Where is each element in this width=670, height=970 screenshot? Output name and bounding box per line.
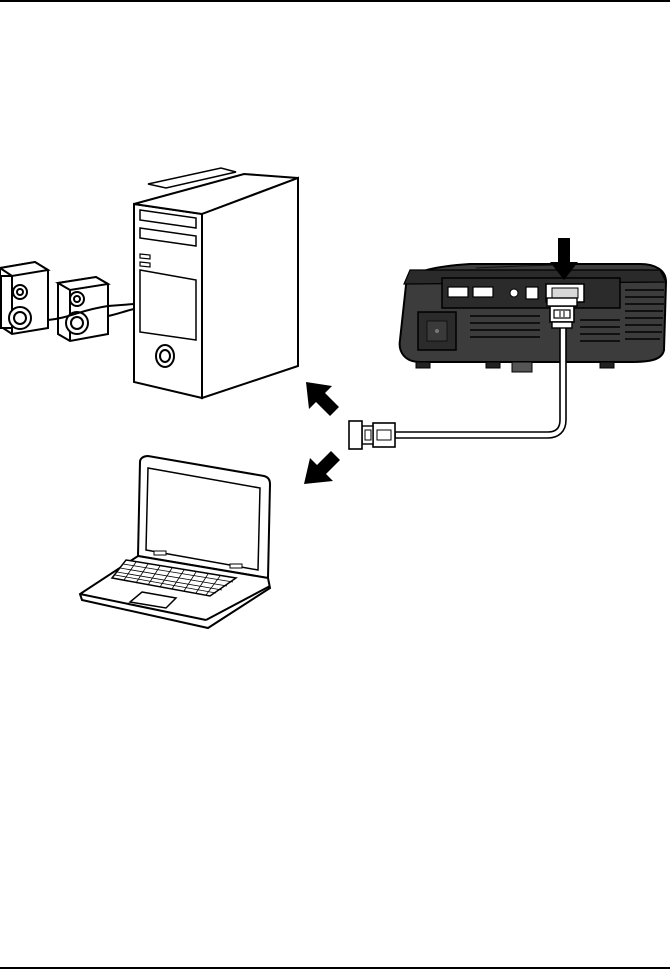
to-desktop-arrow (306, 382, 339, 416)
laptop (80, 456, 270, 628)
power-button-icon (526, 287, 538, 299)
usb-port (448, 287, 468, 297)
desktop-tower (134, 168, 298, 398)
hdmi-port (473, 287, 493, 297)
right-speaker (58, 277, 108, 341)
vga-plug-projector (547, 298, 577, 328)
left-speaker (0, 262, 48, 334)
speakers (0, 262, 134, 341)
to-laptop-arrow (304, 451, 340, 484)
audio-jack (510, 289, 518, 297)
vga-plug-computer (349, 421, 395, 449)
projector (400, 264, 666, 372)
